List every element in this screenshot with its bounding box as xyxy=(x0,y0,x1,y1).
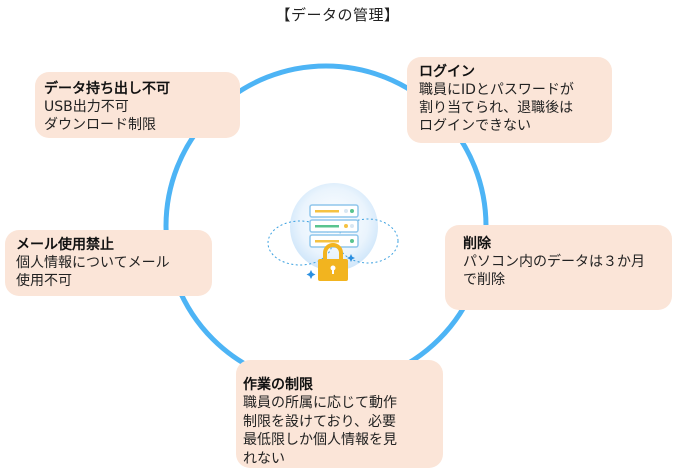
item-box-export: データ持ち出し不可 USB出力不可 ダウンロード制限 xyxy=(35,72,240,138)
item-text: ログインできない xyxy=(419,118,531,134)
item-text: 個人情報についてメール xyxy=(16,255,170,271)
item-heading: 削除 xyxy=(463,236,491,252)
item-text: れない xyxy=(243,450,285,467)
item-text: 職員にIDとパスワードが xyxy=(419,82,574,98)
sparkle-icon xyxy=(347,254,355,262)
item-text: ダウンロード制限 xyxy=(44,117,156,133)
item-box-login: ログイン 職員にIDとパスワードが 割り当てられ、退職後は ログインできない xyxy=(407,57,612,143)
padlock-icon xyxy=(318,243,348,281)
item-heading: 作業の制限 xyxy=(243,377,313,393)
server-stack-icon xyxy=(309,204,359,248)
item-heading: データ持ち出し不可 xyxy=(44,81,170,97)
item-box-work: 作業の制限 職員の所属に応じて動作 制限を設けており、必要 最低限しか個人情報を… xyxy=(236,360,443,468)
server-lock-icon xyxy=(262,183,412,293)
item-text: 職員の所属に応じて動作 xyxy=(243,395,397,411)
item-box-mail: メール使用禁止 個人情報についてメール 使用不可 xyxy=(5,230,212,296)
sparkle-icon xyxy=(306,270,316,279)
item-text: で削除 xyxy=(463,272,505,288)
item-text: 最低限しか個人情報を見 xyxy=(243,432,397,448)
item-heading: メール使用禁止 xyxy=(16,237,114,253)
item-box-delete: 削除 パソコン内のデータは３か月 で削除 xyxy=(445,225,672,310)
item-heading: ログイン xyxy=(419,64,475,80)
item-text: パソコン内のデータは３か月 xyxy=(463,254,645,270)
item-text: 割り当てられ、退職後は xyxy=(419,100,574,116)
item-text: 制限を設けており、必要 xyxy=(243,413,397,430)
diagram-title: 【データの管理】 xyxy=(275,6,400,24)
item-text: 使用不可 xyxy=(16,273,72,289)
item-text: USB出力不可 xyxy=(44,99,129,115)
